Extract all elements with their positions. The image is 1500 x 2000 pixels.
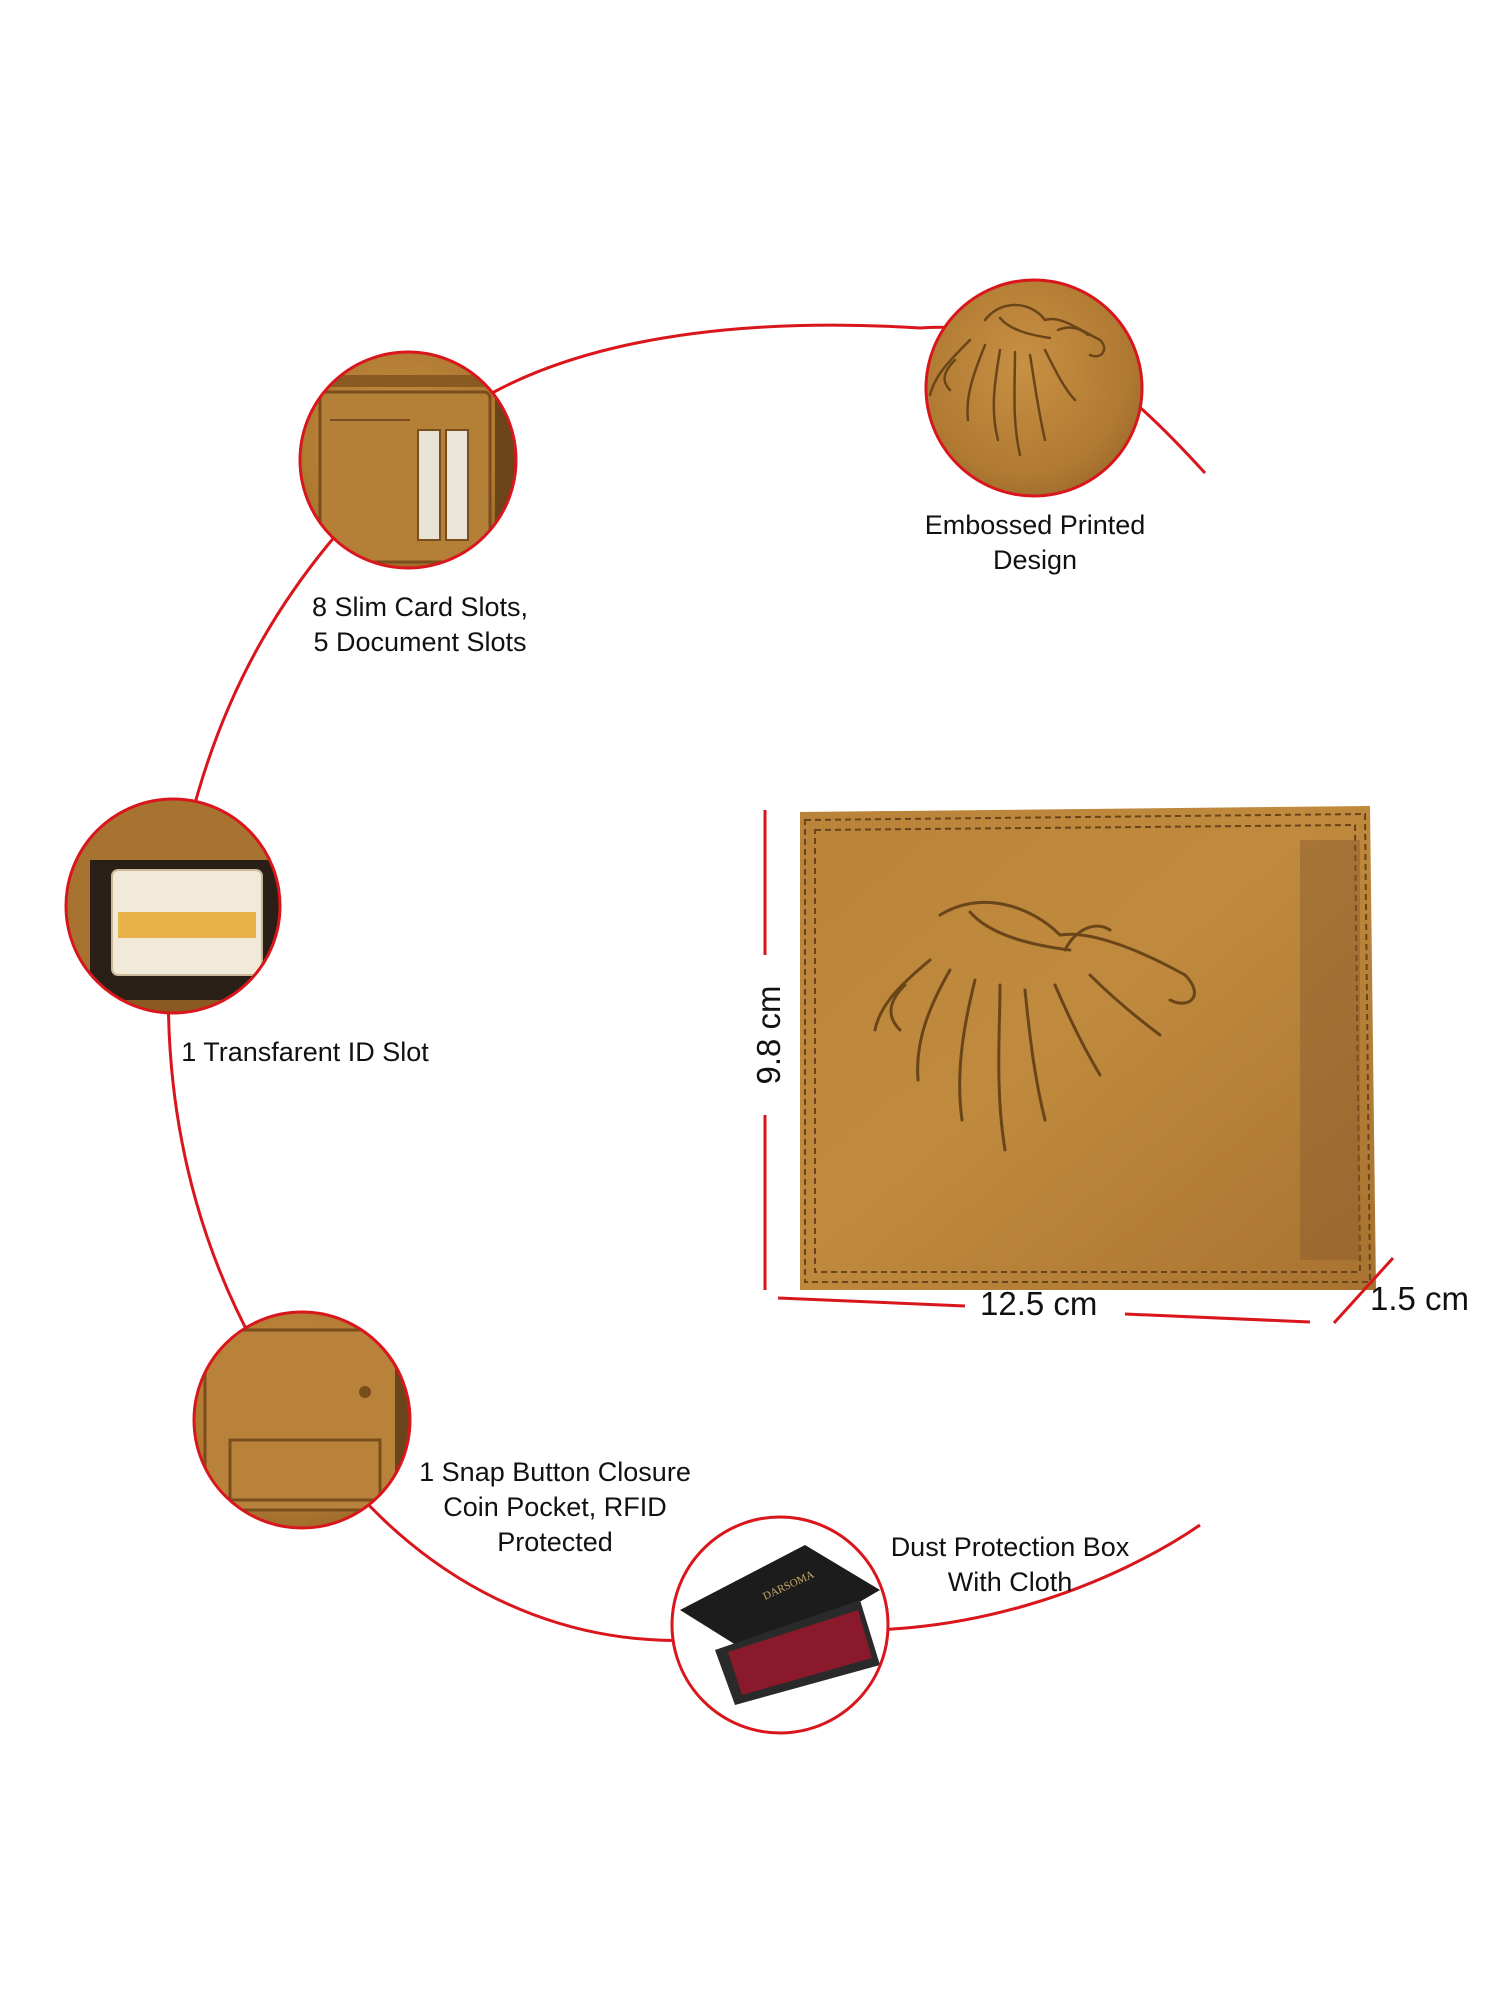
embossed-design-thumbnail	[926, 280, 1142, 496]
dust-box-thumbnail: DARSOMA	[672, 1517, 888, 1733]
card-slots-thumbnail	[300, 352, 516, 568]
dimension-depth-label: 1.5 cm	[1370, 1280, 1470, 1317]
feature-label-coin-pocket: 1 Snap Button Closure Coin Pocket, RFID …	[419, 1457, 691, 1557]
dimension-lines	[763, 810, 1395, 1325]
wallet-main-image	[800, 806, 1376, 1290]
dimension-width-label: 12.5 cm	[980, 1285, 1098, 1322]
id-slot-thumbnail	[66, 799, 280, 1013]
coin-pocket-thumbnail	[194, 1312, 410, 1528]
feature-label-id-slot: 1 Transfarent ID Slot	[181, 1037, 429, 1067]
feature-label-embossed: Embossed Printed Design	[924, 510, 1146, 575]
dimension-height-label: 9.8 cm	[750, 985, 787, 1085]
feature-label-dust-box: Dust Protection Box With Cloth	[890, 1532, 1130, 1597]
feature-label-card-slots: 8 Slim Card Slots, 5 Document Slots	[311, 592, 529, 657]
